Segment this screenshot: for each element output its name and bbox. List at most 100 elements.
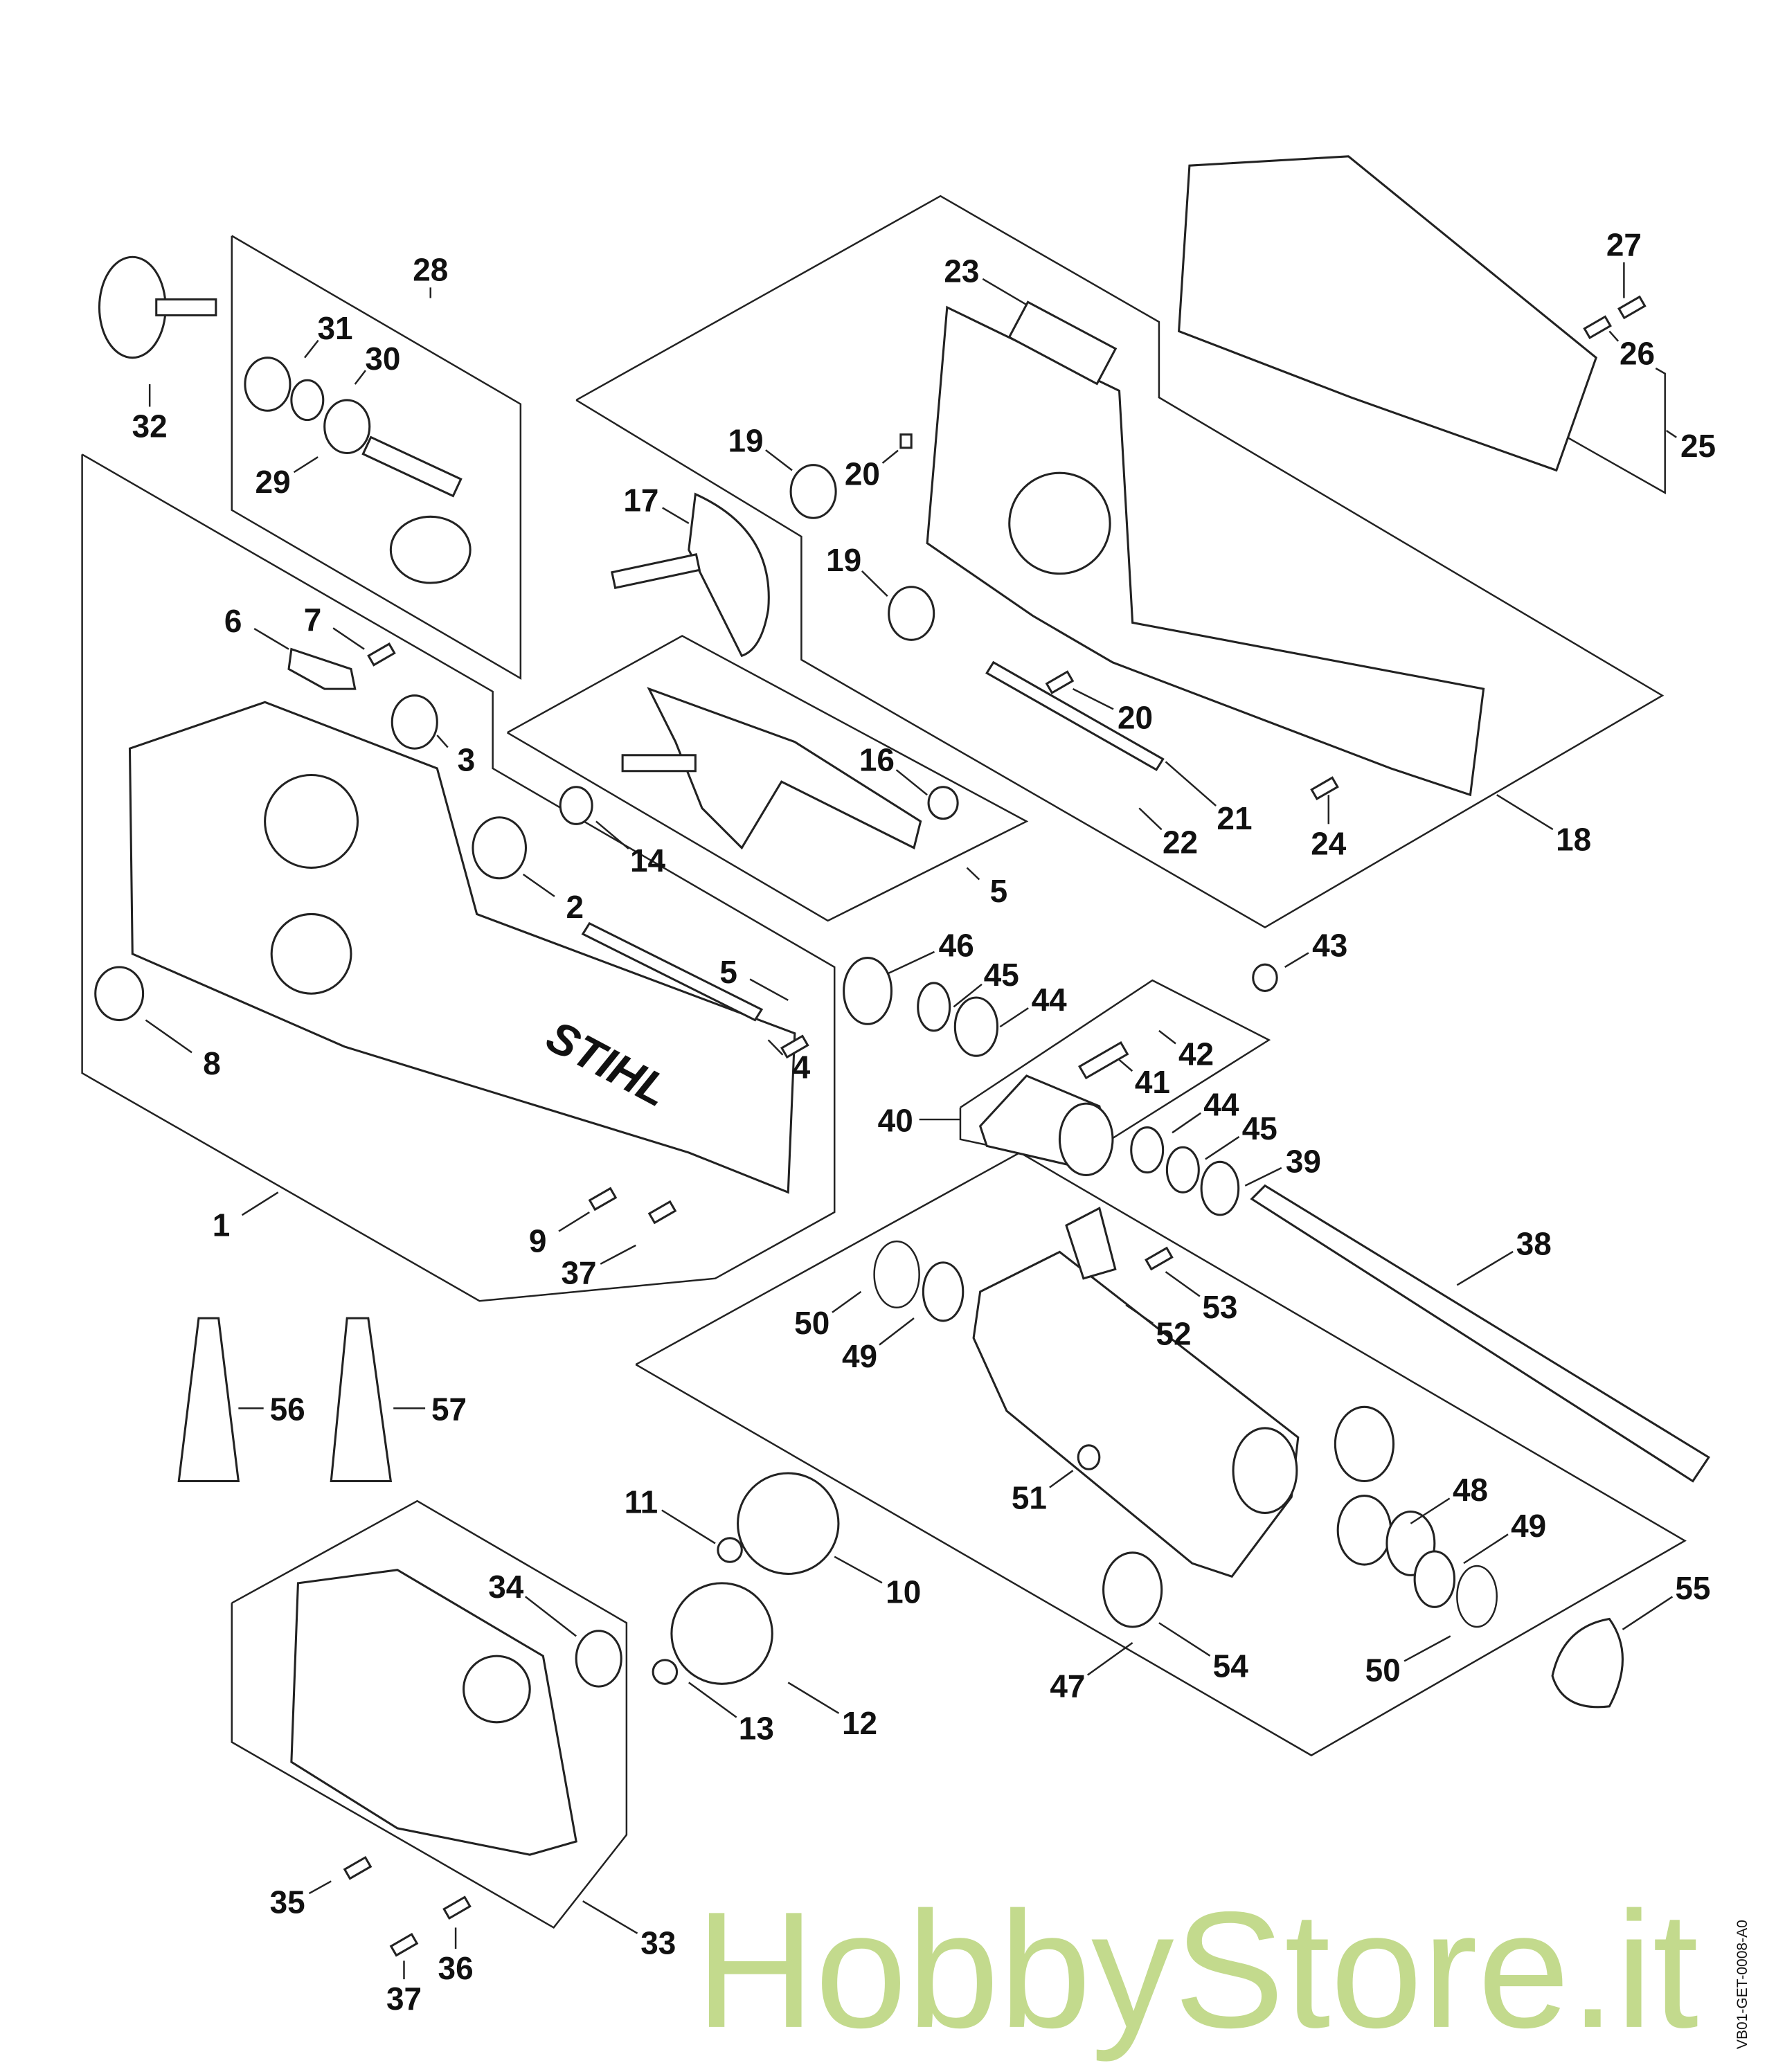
callout-leader-lines <box>145 262 1677 1980</box>
seal-part <box>290 379 325 422</box>
callout-57: 57 <box>431 1391 467 1427</box>
callout-50: 50 <box>794 1305 829 1341</box>
leader-line <box>595 820 629 849</box>
screw-part <box>1310 776 1339 800</box>
callout-16: 16 <box>859 742 895 778</box>
leader-line <box>661 1509 716 1544</box>
callout-49: 49 <box>842 1338 877 1374</box>
leader-line <box>1165 761 1217 807</box>
group-outline-5 <box>507 635 1029 922</box>
callout-33: 33 <box>640 1925 676 1961</box>
group-outline-18 <box>575 195 1665 929</box>
plug-part <box>1077 1444 1101 1470</box>
callout-10: 10 <box>886 1574 921 1610</box>
gear-part <box>737 1472 840 1575</box>
gear-rotor-part <box>1102 1551 1163 1628</box>
callout-18: 18 <box>1556 822 1591 858</box>
callout-11: 11 <box>625 1484 658 1520</box>
leader-line <box>308 1880 332 1895</box>
callout-40: 40 <box>878 1102 913 1138</box>
screws <box>343 295 1647 1957</box>
leader-line <box>332 627 365 650</box>
leader-line <box>1463 1533 1509 1565</box>
callout-5: 5 <box>719 954 737 990</box>
screw-part <box>1617 295 1647 320</box>
screw-part <box>1145 1246 1174 1271</box>
callout-17: 17 <box>623 483 658 519</box>
screw-part <box>1045 670 1075 694</box>
grease-tube-part <box>177 1317 240 1483</box>
callout-52: 52 <box>1156 1315 1191 1351</box>
callout-35: 35 <box>270 1884 305 1920</box>
callout-34: 34 <box>488 1569 524 1605</box>
pin-part <box>899 433 913 449</box>
crank-shaft-end-part <box>621 754 697 773</box>
leader-line <box>1665 429 1677 438</box>
gear-part <box>389 515 472 584</box>
screw-part <box>389 1932 419 1957</box>
callout-19: 19 <box>728 423 764 459</box>
group-outline-25 <box>1566 367 1666 495</box>
callout-19: 19 <box>826 542 861 578</box>
bearing-part <box>888 586 935 641</box>
leader-line <box>1244 1166 1282 1187</box>
callout-47: 47 <box>1050 1668 1085 1704</box>
circlip-part <box>873 1240 920 1309</box>
group-outline-33 <box>231 1499 628 1929</box>
strip-part <box>985 660 1165 771</box>
cap-part <box>1551 1617 1624 1709</box>
screw-part <box>343 1855 373 1880</box>
leader-line <box>525 1596 577 1637</box>
bearing-part <box>244 357 291 412</box>
crank-web-part <box>688 492 770 658</box>
callout-8: 8 <box>203 1045 221 1081</box>
leader-line <box>1496 794 1554 831</box>
gear-cover-bore-part <box>463 1655 531 1724</box>
leader-line <box>834 1556 883 1584</box>
callout-38: 38 <box>1516 1225 1552 1261</box>
crank-pin-part <box>611 553 701 589</box>
leader-line <box>253 627 289 650</box>
needle-bearing-part <box>927 786 959 820</box>
callout-24: 24 <box>1311 825 1347 861</box>
clutch-shaft-part <box>155 298 217 316</box>
leader-line <box>895 769 928 796</box>
bearing-part <box>472 816 528 880</box>
callout-48: 48 <box>1453 1472 1488 1508</box>
callout-54: 54 <box>1213 1648 1249 1684</box>
leader-line <box>1087 1641 1133 1676</box>
callout-37: 37 <box>561 1254 596 1290</box>
leader-line <box>1118 1059 1133 1072</box>
leader-line <box>1622 1596 1674 1630</box>
leader-line <box>522 874 555 897</box>
gear-housing-bore-part <box>1058 1102 1114 1176</box>
callout-4: 4 <box>793 1049 811 1085</box>
leader-line <box>749 978 789 1001</box>
leader-line <box>1158 1029 1176 1045</box>
o-ring-part <box>1165 1146 1200 1193</box>
leader-line <box>765 449 793 471</box>
leader-line <box>304 339 319 359</box>
cover-part <box>1178 155 1598 472</box>
seal-part <box>843 957 893 1025</box>
seal-part <box>1413 1550 1456 1608</box>
bevel-housing-bore-part <box>1232 1427 1298 1514</box>
callout-39: 39 <box>1286 1144 1321 1180</box>
bushing-part <box>1336 1495 1392 1566</box>
label-plate-part <box>1007 300 1118 386</box>
callout-49: 49 <box>1511 1508 1546 1544</box>
leader-line <box>881 449 899 464</box>
callout-44: 44 <box>1203 1086 1239 1122</box>
leader-line <box>558 1211 590 1232</box>
leader-line <box>662 507 690 524</box>
callout-45: 45 <box>984 957 1019 993</box>
plate-part <box>287 647 357 690</box>
callout-12: 12 <box>842 1705 877 1741</box>
drive-tube-part <box>1250 1184 1710 1483</box>
screw-part <box>367 642 396 667</box>
callout-5: 5 <box>990 873 1008 909</box>
callout-23: 23 <box>944 253 979 289</box>
leader-line <box>1403 1635 1451 1662</box>
